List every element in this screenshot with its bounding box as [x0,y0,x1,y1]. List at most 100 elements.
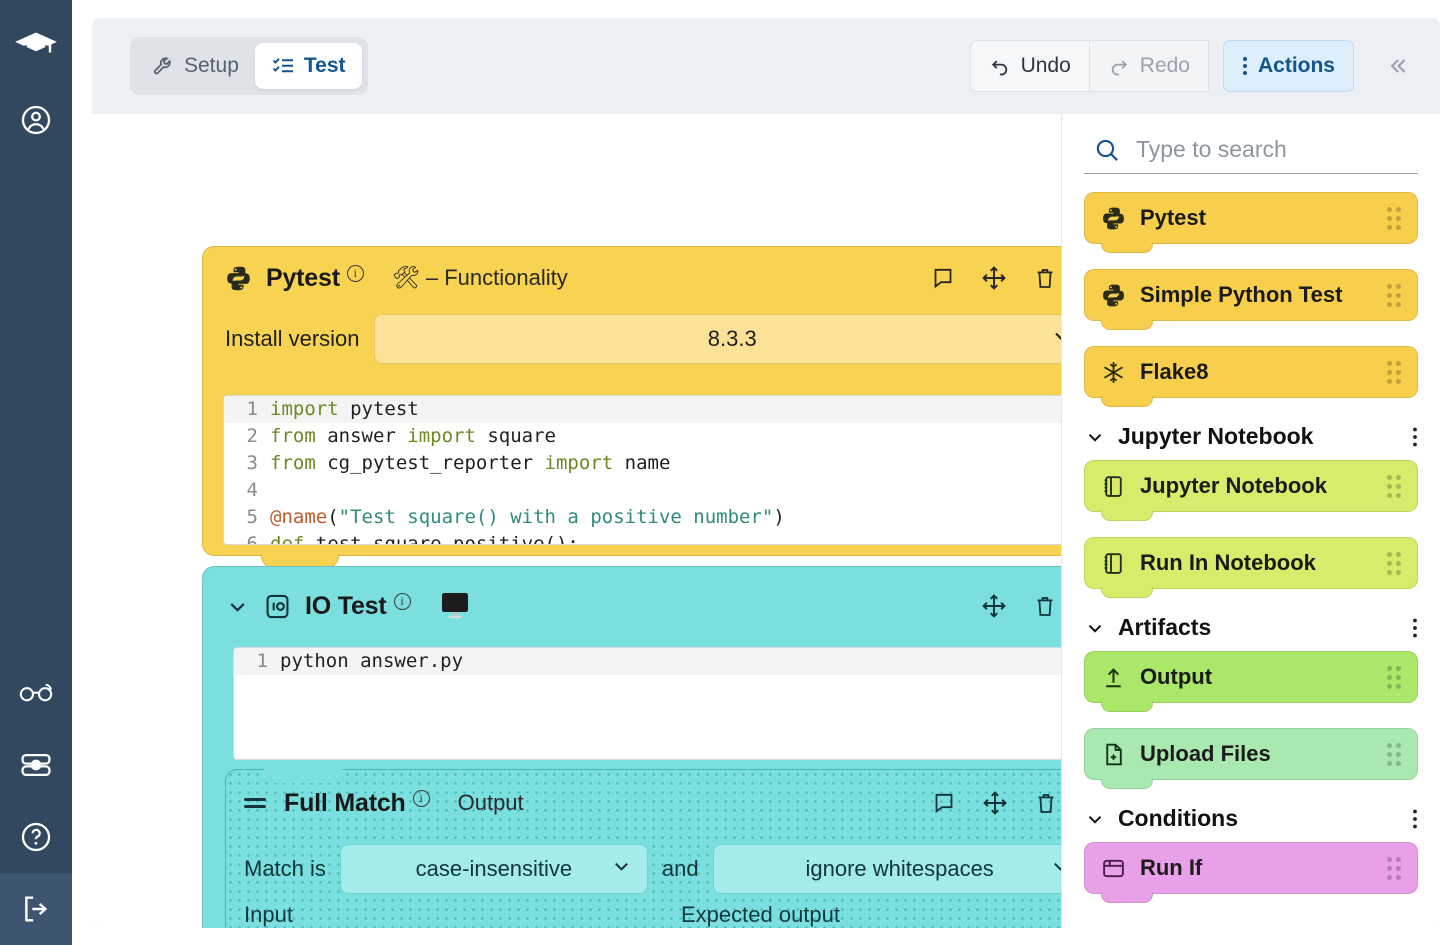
tab-test-label: Test [303,54,346,77]
move-icon[interactable] [981,265,1007,291]
io-test-title: IO Test [305,591,387,620]
actions-button[interactable]: Actions [1222,40,1354,92]
palette-block-simple-python-test[interactable]: Simple Python Test [1083,269,1418,330]
line-number: 4 [246,479,258,501]
collapse-chevron-icon[interactable] [225,594,250,619]
expected-output-label: Expected output [681,902,841,927]
code-line: 5@name("Test square() with a positive nu… [224,504,1061,531]
palette-block-pytest[interactable]: Pytest [1083,192,1418,253]
drag-handle-icon[interactable] [1387,206,1401,230]
palette-block-run-in-notebook[interactable]: Run In Notebook [1083,537,1418,598]
block-full-match[interactable]: Full Match i Output [225,769,1061,928]
redo-button[interactable]: Redo [1088,40,1209,92]
code-token: @name [270,506,328,528]
info-icon[interactable]: i [412,789,430,807]
tab-setup-label: Setup [184,54,239,77]
line-number: 6 [246,533,258,545]
comment-icon[interactable] [932,791,956,815]
palette-block-run-if[interactable]: Run If [1083,842,1418,903]
drag-handle-icon[interactable] [1387,474,1401,498]
drag-handle-icon[interactable] [1387,742,1401,766]
file-plus-icon [1101,742,1126,767]
tab-test[interactable]: Test [254,43,362,89]
drag-handle-icon[interactable] [1387,665,1401,689]
move-icon[interactable] [981,593,1007,619]
code-token: import [407,425,476,447]
info-icon[interactable]: i [346,264,364,282]
palette-block-jupyter-notebook[interactable]: Jupyter Notebook [1083,460,1418,521]
palette-block-upload-files[interactable]: Upload Files [1083,728,1418,789]
io-test-header: IO Test i [203,567,1061,645]
match-is-label: Match is [244,856,326,881]
code-token: square [475,425,556,447]
delete-icon[interactable] [1033,594,1057,618]
palette-block-flake8[interactable]: Flake8 [1083,346,1418,407]
whitespace-select[interactable]: ignore whitespaces [712,844,1061,894]
info-icon[interactable]: i [393,592,411,610]
delete-icon[interactable] [1034,791,1058,815]
code-token: "Test square() with a positive number" [338,506,774,528]
install-version-label: Install version [225,326,360,351]
upload-arrow-icon [1101,665,1126,690]
io-columns: Input 1 Expected output 112 [226,902,1061,928]
case-sensitivity-value: case-insensitive [415,856,573,881]
sidebar-group-label: Jupyter Notebook [1117,423,1314,449]
block-io-test[interactable]: IO Test i [202,566,1061,928]
checklist-icon [271,54,295,78]
sidebar-group-header[interactable]: Conditions [1084,805,1418,832]
pytest-subtitle: 🛠 – Functionality [391,265,568,290]
block-pytest[interactable]: Pytest i 🛠 – Functionality [202,246,1061,568]
drag-handle-icon[interactable] [1387,551,1401,575]
full-match-header: Full Match i Output [226,770,1061,836]
delete-icon[interactable] [1033,266,1057,290]
move-icon[interactable] [982,790,1008,816]
search-bar[interactable] [1083,130,1418,174]
graduation-cap-logo[interactable] [0,12,72,84]
group-more-options-icon[interactable] [1412,426,1418,448]
palette-block-label: Simple Python Test [1139,282,1343,307]
drag-handle-icon[interactable] [1387,360,1401,384]
group-more-options-icon[interactable] [1412,808,1418,830]
undo-button[interactable]: Undo [969,40,1089,92]
account-icon[interactable] [0,84,72,156]
palette-block-label: Pytest [1139,205,1206,230]
toolbar: Setup Test [92,18,1440,114]
line-number: 5 [246,506,258,528]
tab-setup[interactable]: Setup [136,43,255,89]
full-match-header-actions [932,790,1061,816]
block-connector-notch [1100,319,1153,330]
help-icon[interactable] [0,801,72,873]
search-input[interactable] [1135,136,1414,163]
match-options-row: Match is case-insensitive and ignore w [226,836,1061,902]
sidebar-group-header[interactable]: Jupyter Notebook [1084,423,1418,450]
comment-icon[interactable] [931,266,955,290]
double-chevron-left-icon[interactable] [1380,49,1414,83]
drag-handle-icon[interactable] [1387,856,1401,880]
search-icon [1094,137,1120,163]
group-more-options-icon[interactable] [1412,617,1418,639]
block-connector-notch [1100,892,1153,903]
kebab-icon [1242,55,1248,77]
code-token: answer [315,425,408,447]
code-token: import [544,452,614,474]
pytest-header-actions [931,265,1061,291]
block-connector-notch [1100,778,1153,789]
block-connector-notch [1100,510,1153,521]
expected-column: Expected output 112 [681,902,1061,928]
drag-handle-icon[interactable] [1387,283,1401,307]
palette-block-output[interactable]: Output [1083,651,1418,712]
install-version-select[interactable]: 8.3.3 [373,314,1061,364]
sidebar-group-header[interactable]: Artifacts [1084,614,1418,641]
case-sensitivity-select[interactable]: case-insensitive [339,844,648,894]
chevron-down-icon [1050,324,1061,354]
glasses-icon[interactable] [0,657,72,729]
snippets-icon[interactable] [0,729,72,801]
code-token: pytest [338,398,419,420]
undo-redo-group: Undo Redo [969,40,1209,92]
logout-icon[interactable] [0,873,72,945]
redo-icon [1108,55,1130,77]
